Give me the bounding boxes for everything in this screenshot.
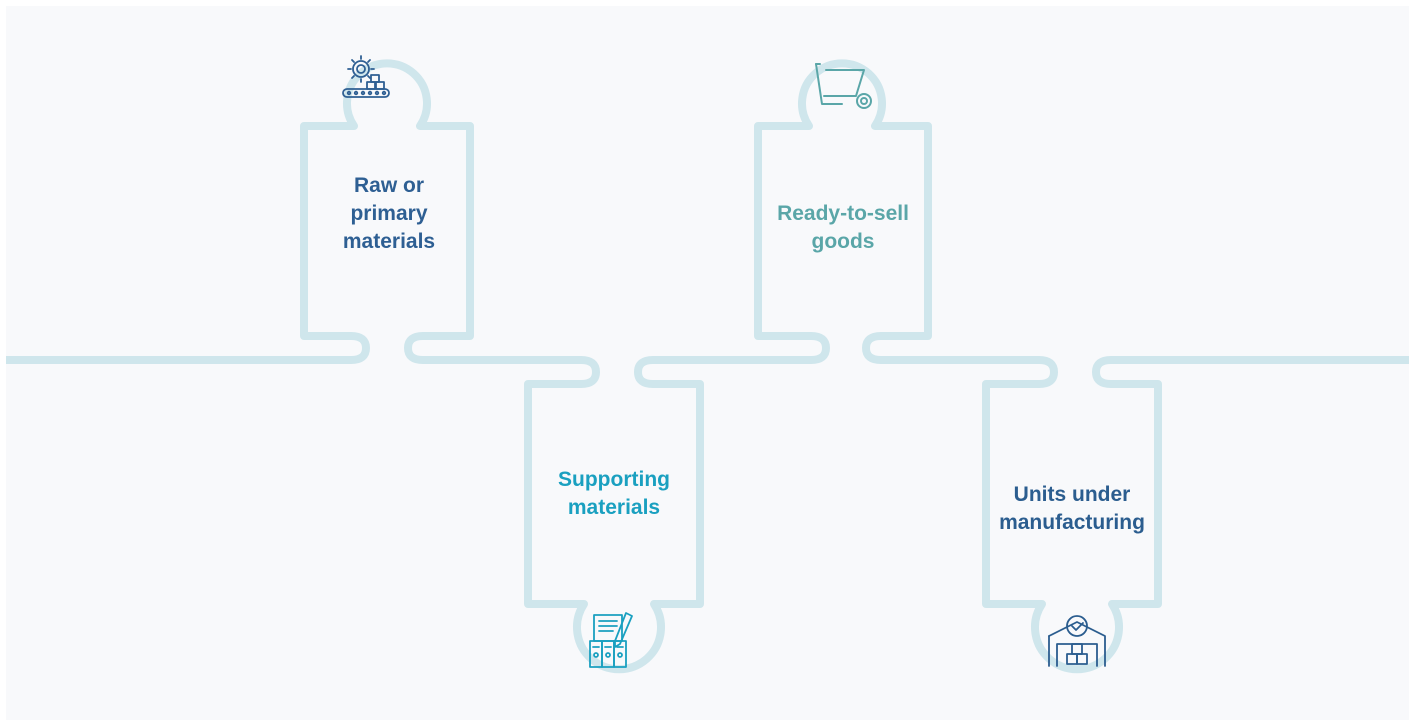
label-supporting-materials: Supporting materials	[558, 468, 670, 519]
documents-pen-icon	[589, 612, 633, 668]
gear-conveyor-icon	[342, 55, 390, 98]
label-raw-materials: Raw or primary materials	[342, 174, 436, 253]
puzzle-connector-diagram	[6, 55, 1409, 674]
connector-line	[6, 59, 1409, 674]
label-ready-to-sell-goods: Ready-to-sell goods	[777, 202, 909, 253]
cart-icon	[815, 63, 872, 109]
warehouse-icon	[1048, 615, 1106, 667]
label-units-under-manufacturing: Units under manufacturing	[999, 483, 1145, 534]
diagram-canvas: Raw or primary materials Supporting mate…	[6, 6, 1409, 720]
